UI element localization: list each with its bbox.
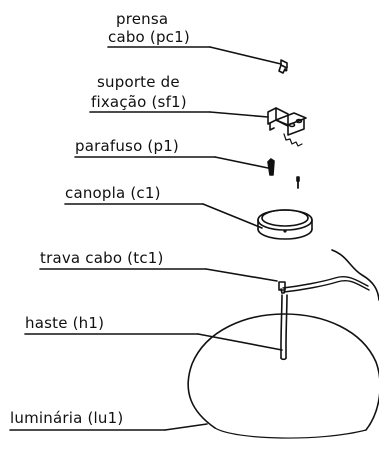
cable-line-lower bbox=[283, 280, 370, 293]
leader-canopla bbox=[64, 203, 263, 229]
luminaria-dome bbox=[187, 313, 379, 431]
label-haste: haste (h1) bbox=[25, 314, 105, 332]
leader-parafuso bbox=[74, 156, 269, 169]
leader-luminaria bbox=[9, 423, 208, 431]
parafuso-part bbox=[267, 158, 300, 189]
suporte-fixacao-part bbox=[267, 107, 307, 147]
label-canopla: canopla (c1) bbox=[65, 184, 161, 202]
luminaria-dome-inner bbox=[214, 427, 367, 439]
label-prensa-cabo-line1: prensa bbox=[116, 10, 169, 28]
label-luminaria: luminária (lu1) bbox=[10, 409, 124, 427]
prensa-cabo-part bbox=[278, 59, 288, 74]
leader-haste bbox=[24, 333, 283, 351]
leader-suporte-fixacao bbox=[89, 111, 269, 118]
body-shoulder-outline bbox=[331, 249, 379, 301]
haste-part bbox=[280, 294, 288, 361]
leader-prensa-cabo bbox=[107, 46, 282, 65]
label-parafuso: parafuso (p1) bbox=[75, 137, 179, 155]
label-trava-cabo: trava cabo (tc1) bbox=[40, 249, 164, 267]
cable-line bbox=[282, 276, 369, 289]
label-prensa-cabo-line2: cabo (pc1) bbox=[108, 28, 190, 46]
leader-trava-cabo bbox=[39, 268, 278, 282]
label-suporte-line1: suporte de bbox=[97, 73, 180, 91]
label-suporte-line2: fixação (sf1) bbox=[91, 93, 187, 111]
canopla-part bbox=[257, 209, 313, 240]
trava-cabo-part bbox=[278, 281, 286, 294]
